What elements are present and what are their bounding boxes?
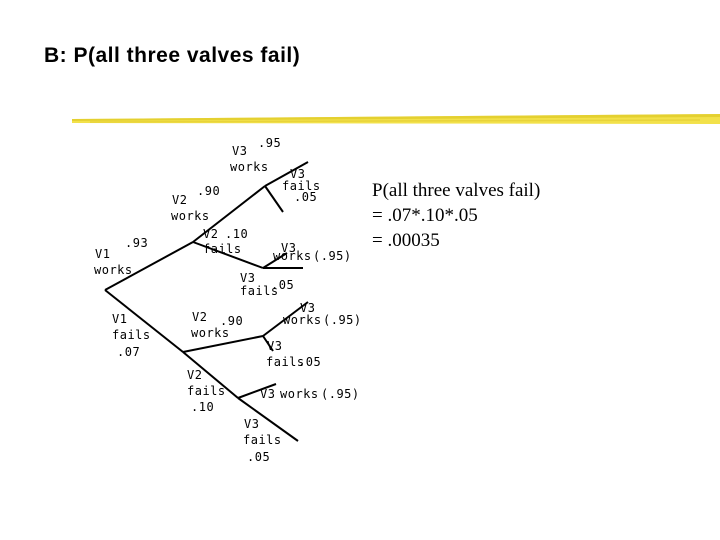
label-v2-fails-bot-state: fails	[187, 384, 226, 398]
label-v2-works-top-name: V2	[172, 193, 188, 207]
label-v1-works-name: V1	[95, 247, 111, 261]
label-v3-fails-b-prob: .05	[271, 278, 295, 292]
label-v3-fails-a-state: fails	[282, 179, 321, 193]
label-v3-works-b-state: works	[273, 249, 312, 263]
label-v3-works-d-prob: (.95)	[321, 387, 360, 401]
calc-line-1: P(all three valves fail)	[372, 180, 541, 201]
label-v3-fails-a-name: V3	[290, 167, 306, 181]
label-v2-works-bot-name: V2	[192, 310, 208, 324]
label-v3-works-a-prob: .95	[258, 136, 282, 150]
label-v3-fails-d-state: fails	[243, 433, 282, 447]
label-v3-fails-a-prob: .05	[294, 190, 318, 204]
label-v3-fails-c-state: fails	[266, 355, 305, 369]
branch-v2-works-bot	[182, 335, 264, 353]
label-v1-fails-state: fails	[112, 328, 151, 342]
label-v3-works-c-state: works	[283, 313, 322, 327]
label-v3-works-a-state: works	[230, 160, 269, 174]
label-v1-fails-prob: .07	[117, 345, 141, 359]
label-v3-works-b-name: V3	[281, 241, 297, 255]
branch-v3-fails-a	[264, 185, 284, 213]
branch-v3-works-b	[262, 252, 288, 269]
probability-calculation: P(all three valves fail) = .07*.10*.05 =…	[372, 178, 540, 253]
slide-title: B: P(all three valves fail)	[44, 44, 301, 67]
branch-v1-works	[104, 241, 194, 291]
label-v3-fails-b-state: fails	[240, 284, 279, 298]
calc-line-3: = .00035	[372, 230, 440, 251]
branch-v3-fails-d	[237, 397, 299, 442]
label-v3-works-c-name: V3	[300, 301, 316, 315]
label-v2-works-bot-state: works	[191, 326, 230, 340]
branch-v3-fails-c	[262, 335, 274, 352]
branch-v2-fails-top	[192, 241, 264, 269]
branch-v3-works-d	[237, 383, 277, 399]
label-v3-works-d-name: V3	[260, 387, 276, 401]
label-v1-fails-name: V1	[112, 312, 128, 326]
branch-v2-fails-bot	[182, 351, 239, 399]
label-v2-works-top-prob: .90	[197, 184, 221, 198]
label-v3-fails-c-prob: .05	[298, 355, 322, 369]
label-v3-fails-c-name: V3	[267, 339, 283, 353]
label-v2-fails-top-name: V2	[203, 227, 219, 241]
branch-v2-works-top	[192, 185, 266, 243]
label-v2-works-top-state: works	[171, 209, 210, 223]
label-v3-works-d-state: works	[280, 387, 319, 401]
label-v3-fails-b-name: V3	[240, 271, 256, 285]
label-v2-works-bot-prob: .90	[220, 314, 244, 328]
label-v2-fails-top-state: fails	[203, 242, 242, 256]
branch-v3-works-a	[264, 161, 309, 187]
label-v1-works-state: works	[94, 263, 133, 277]
calc-line-2: = .07*.10*.05	[372, 205, 478, 226]
label-v2-fails-bot-name: V2	[187, 368, 203, 382]
branch-v3-works-c	[262, 301, 309, 337]
label-v2-fails-bot-prob: .10	[191, 400, 215, 414]
label-v3-works-a-name: V3	[232, 144, 248, 158]
label-v3-fails-d-prob: .05	[247, 450, 271, 464]
label-v3-fails-d-name: V3	[244, 417, 260, 431]
label-v2-fails-top-prob: .10	[225, 227, 249, 241]
label-v3-works-b-prob: (.95)	[313, 249, 352, 263]
branch-v1-fails	[104, 289, 184, 353]
label-v3-works-c-prob: (.95)	[323, 313, 362, 327]
label-v1-works-prob: .93	[125, 236, 149, 250]
